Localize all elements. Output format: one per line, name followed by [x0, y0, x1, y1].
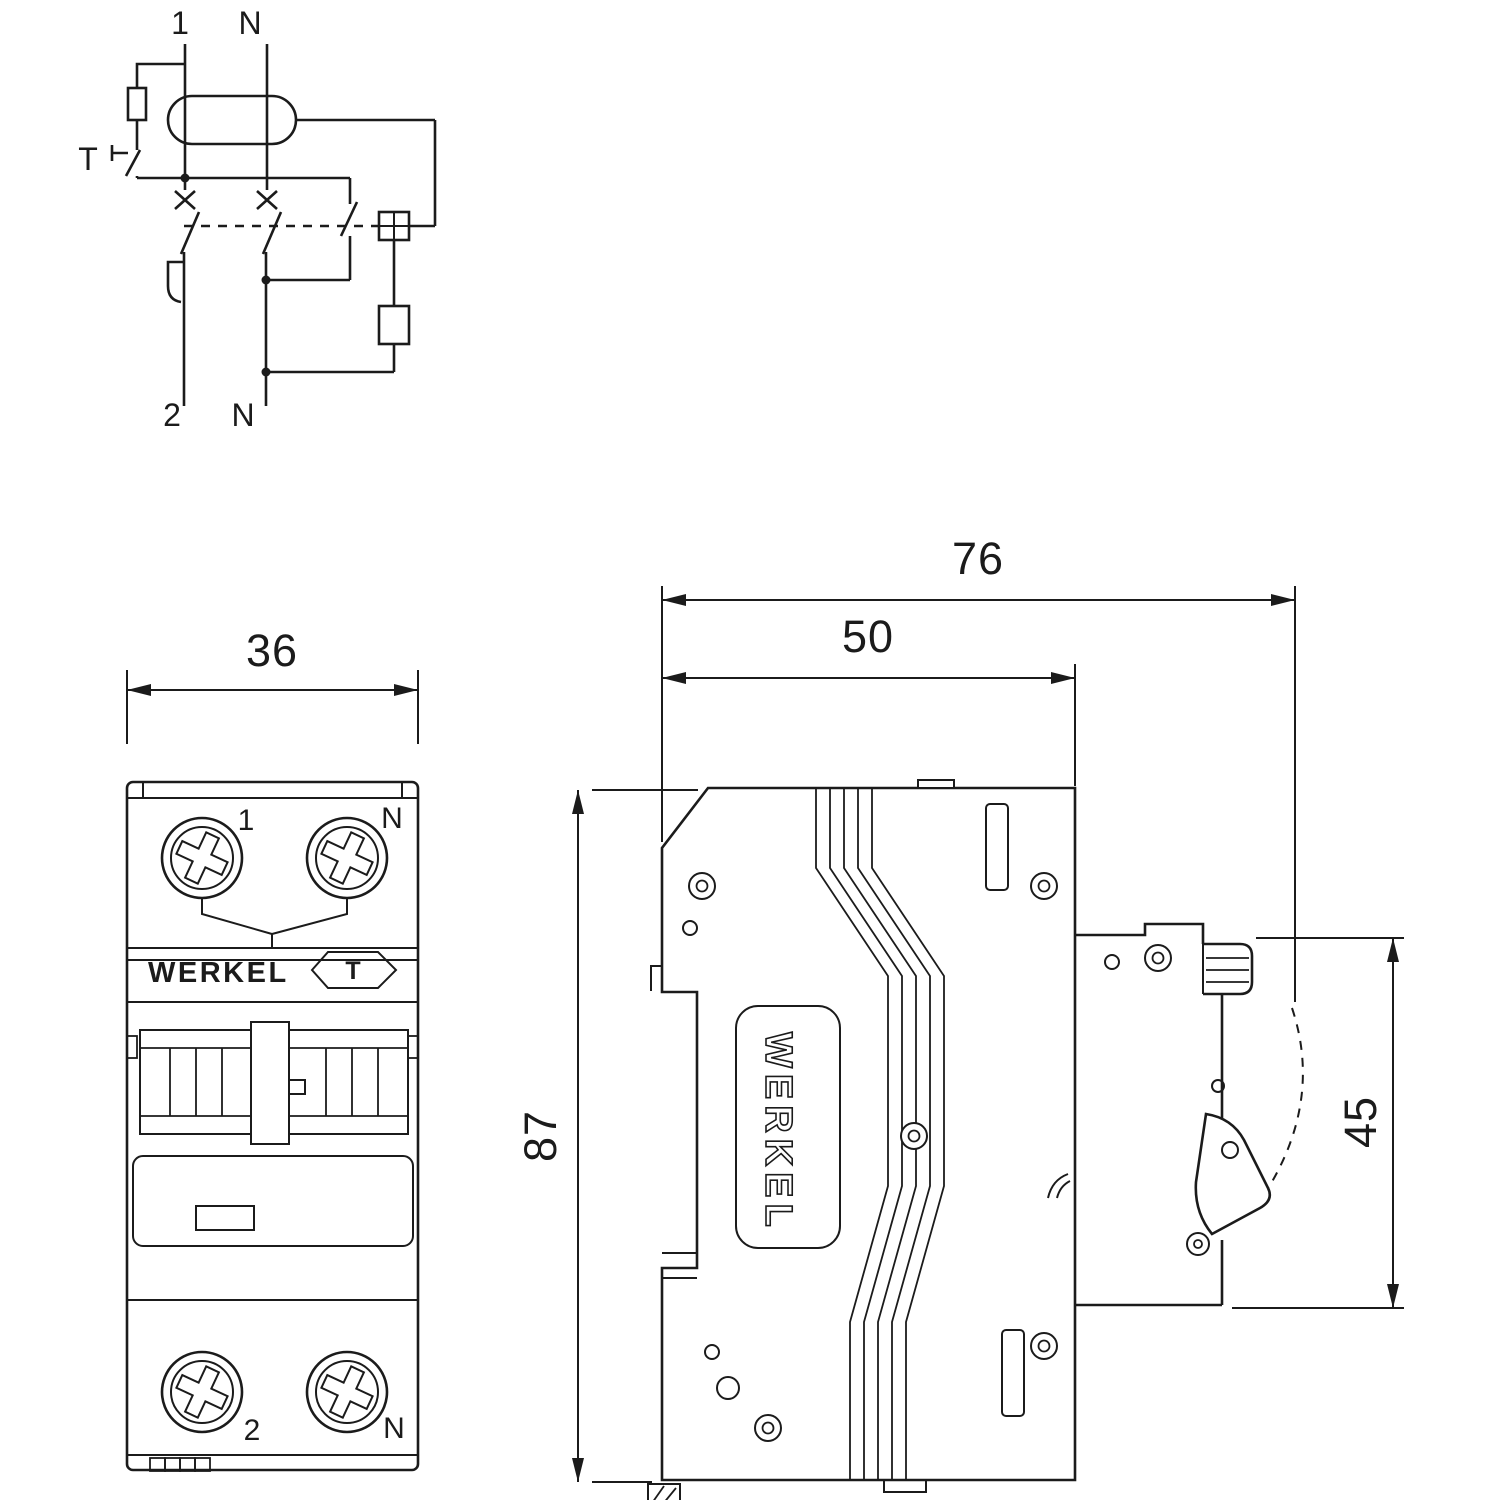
side-depth-overall-value: 76	[952, 533, 1004, 584]
front-terminal-2-label: 2	[244, 1414, 261, 1447]
schematic-terminal-2-label: 2	[163, 397, 181, 433]
test-button-label: T	[345, 957, 360, 985]
schematic-terminal-n-bottom-label: N	[231, 397, 254, 433]
terminal-barrel	[1203, 942, 1254, 996]
side-depth-body-dimension: 50	[662, 611, 1076, 786]
screw-terminal-bottom-left	[160, 1350, 244, 1434]
screw-terminal-bottom-right	[305, 1350, 389, 1434]
schematic-toroid	[166, 94, 298, 146]
side-brand-plate	[735, 1005, 841, 1249]
side-depth-overall-dimension: 76	[661, 533, 1296, 1002]
vent-slot-top	[985, 803, 1009, 891]
toggle-handle	[250, 1021, 290, 1145]
front-body: 1 N WERKEL T	[125, 780, 420, 1472]
screw-terminal-top-right	[305, 816, 389, 900]
screw-terminal-top-left	[160, 816, 244, 900]
side-front-height-value: 45	[1335, 1096, 1386, 1148]
front-width-value: 36	[246, 625, 298, 676]
vent-slot-bottom	[1001, 1329, 1025, 1417]
test-button-outline	[310, 951, 398, 989]
side-front-height-dimension: 45	[1232, 937, 1404, 1309]
side-height-value: 87	[515, 1110, 566, 1162]
front-terminal-1-label: 1	[238, 804, 255, 837]
side-toggle-lever	[1186, 1112, 1272, 1256]
schematic-wiring	[110, 44, 437, 406]
rivets	[682, 872, 1058, 1442]
label-window	[195, 1205, 255, 1231]
front-label-panel	[132, 1155, 414, 1247]
side-height-dimension: 87	[515, 789, 698, 1483]
front-terminal-n-bottom-label: N	[383, 1412, 405, 1445]
circuit-schematic: 1 N T 2 N	[78, 5, 437, 433]
front-switch-mechanism	[126, 1021, 419, 1145]
schematic-test-label: T	[78, 141, 98, 177]
housing-seam-lines	[815, 788, 945, 1480]
side-body: WERKEL	[647, 779, 1077, 1500]
side-view: 76 50 87 45	[515, 533, 1404, 1500]
side-front-block	[1075, 922, 1304, 1307]
schematic-test-resistor	[377, 304, 411, 346]
side-depth-body-value: 50	[842, 611, 894, 662]
schematic-terminal-n-top-label: N	[238, 5, 261, 41]
front-width-dimension: 36	[126, 625, 419, 744]
din-clip-tab	[647, 1483, 681, 1500]
front-terminal-n-top-label: N	[381, 802, 403, 835]
front-brand-label: WERKEL	[148, 957, 289, 989]
front-view: 36 1 N WERKEL T	[125, 625, 420, 1472]
side-brand-label: WERKEL	[757, 1032, 799, 1233]
schematic-terminal-1-label: 1	[171, 5, 189, 41]
toggle-travel-arc	[1261, 1007, 1304, 1199]
